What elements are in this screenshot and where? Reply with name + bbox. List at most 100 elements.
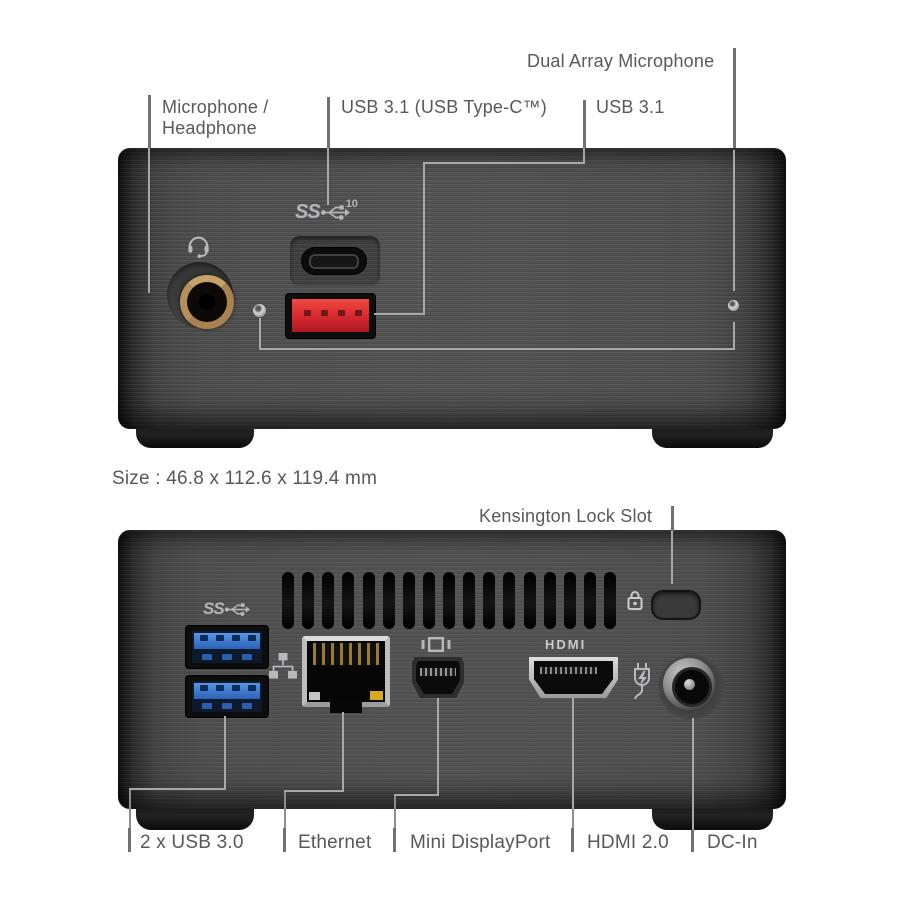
usb-superspeed-10-logo: SS 10 <box>295 197 362 224</box>
network-icon <box>268 652 298 685</box>
leader-line <box>691 830 694 852</box>
leader-line <box>423 162 425 315</box>
mini-displayport-port <box>412 657 464 698</box>
audio-jack-port <box>180 275 234 329</box>
usb-c-port <box>302 248 366 274</box>
superspeed-text: SS <box>203 599 225 618</box>
leader-line <box>437 698 439 796</box>
ethernet-led-left <box>309 692 320 700</box>
hdmi-inner <box>534 661 613 694</box>
leader-line <box>284 790 344 792</box>
headset-icon <box>185 232 212 264</box>
leader-line <box>571 828 574 852</box>
leader-line <box>692 718 694 830</box>
usb-pin <box>200 685 208 691</box>
vent-slot <box>443 572 455 629</box>
leader-line <box>733 322 735 350</box>
ethernet-led-yellow <box>370 691 383 700</box>
vent-slot <box>463 572 476 629</box>
usb-pin <box>202 703 212 709</box>
microphone-hole-right <box>728 300 739 311</box>
label-dual-array-microphone: Dual Array Microphone <box>527 51 715 71</box>
vent-slot <box>402 572 415 629</box>
leader-line <box>148 95 151 148</box>
usb-pin <box>200 635 208 641</box>
vent-slot <box>422 572 435 629</box>
rear-foot-right <box>652 805 773 830</box>
leader-line <box>374 313 425 315</box>
vent-slot <box>543 572 556 629</box>
ethernet-port <box>302 636 390 707</box>
leader-line <box>327 97 330 148</box>
vent-slot <box>362 572 375 629</box>
usb-c-inner <box>309 253 359 269</box>
usb-30-port-1 <box>192 631 262 663</box>
audio-jack-hole <box>199 294 215 310</box>
leader-line <box>128 828 131 852</box>
usb-pin <box>202 654 212 660</box>
mini-displayport-pins <box>420 668 456 676</box>
leader-line <box>148 148 150 293</box>
usb-pin <box>248 685 256 691</box>
leader-line <box>327 148 329 205</box>
usb-pin <box>222 703 232 709</box>
dc-in-center-pin <box>683 678 695 690</box>
leader-line <box>259 318 261 350</box>
usb-pin <box>232 685 240 691</box>
label-mini-displayport: Mini DisplayPort <box>410 832 551 853</box>
hdmi-pins <box>540 667 597 674</box>
label-ethernet: Ethernet <box>298 832 372 853</box>
usb-pin <box>242 703 252 709</box>
usb-pin <box>216 635 224 641</box>
leader-line <box>342 712 344 792</box>
superspeed-gen-speed: 10 <box>345 197 358 210</box>
leader-line <box>129 788 226 790</box>
leader-line <box>572 809 574 828</box>
vent-slot <box>604 572 616 629</box>
usb-pin <box>242 654 252 660</box>
vent-slot <box>583 572 596 629</box>
usb-pin <box>304 310 311 316</box>
vent-slot <box>503 572 516 629</box>
label-microphone-headphone: Microphone / Headphone <box>162 97 269 138</box>
usb-30-port-2 <box>192 681 262 712</box>
vent-slot <box>302 572 315 629</box>
usb-pin <box>355 310 362 316</box>
label-2x-usb-30: 2 x USB 3.0 <box>140 832 244 853</box>
vent-slot <box>382 572 395 629</box>
dc-in-port <box>663 658 715 710</box>
usb-trident-icon <box>224 602 250 616</box>
leader-line <box>671 531 673 584</box>
mini-displayport-inner <box>416 661 460 694</box>
label-kensington-lock-slot: Kensington Lock Slot <box>479 506 653 526</box>
label-usb-type-c: USB 3.1 (USB Type-C™) <box>341 97 547 117</box>
rear-foot-left <box>136 805 254 830</box>
leader-line <box>733 48 736 148</box>
usb-pin <box>216 685 224 691</box>
leader-line <box>283 828 286 852</box>
usb-trident-icon <box>320 205 350 220</box>
power-plug-icon <box>631 662 653 709</box>
vent-slot <box>322 572 335 629</box>
usb-pin <box>248 635 256 641</box>
usb-superspeed-logo: SS <box>203 599 250 619</box>
leader-line <box>394 796 396 828</box>
usb-pin <box>222 654 232 660</box>
label-hdmi-20: HDMI 2.0 <box>587 832 669 853</box>
leader-line <box>224 716 226 790</box>
leader-line <box>583 148 585 164</box>
leader-line <box>733 150 735 291</box>
label-usb-31: USB 3.1 <box>596 97 665 117</box>
leader-line <box>583 100 586 148</box>
usb-pin <box>321 310 328 316</box>
lock-icon <box>627 590 643 616</box>
leader-line <box>671 506 674 531</box>
vent-slot <box>563 572 576 629</box>
leader-line <box>423 162 585 164</box>
leader-line <box>259 348 735 350</box>
usb-tongue <box>194 683 260 699</box>
usb-pin <box>338 310 345 316</box>
microphone-hole-left <box>253 304 266 317</box>
size-label: Size : 46.8 x 112.6 x 119.4 mm <box>112 468 378 489</box>
